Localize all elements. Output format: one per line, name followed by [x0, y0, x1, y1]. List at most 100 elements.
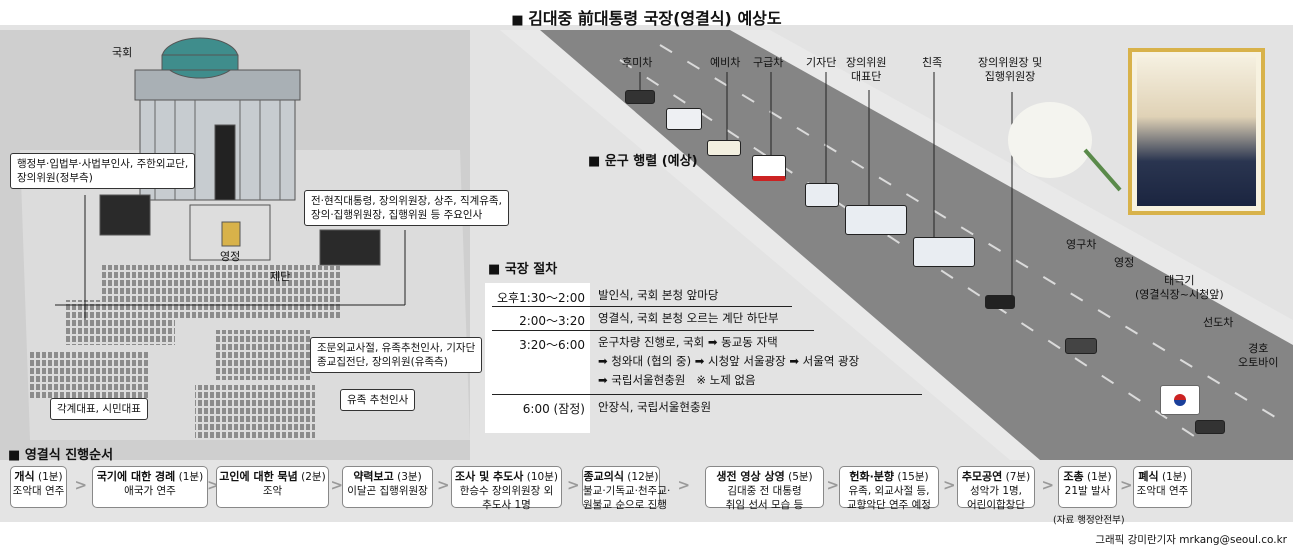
step-duration: (10분): [526, 471, 558, 483]
seating-diplomats: 조문외교사절, 유족추천인사, 기자단 종교집전단, 장의위원(유족측): [310, 337, 483, 373]
vehicle-label: 영정: [1114, 256, 1135, 269]
step-name: 조총: [1063, 470, 1084, 483]
step-desc: 성악가 1명, 어린이합창단: [967, 485, 1025, 511]
tail-car: [625, 90, 655, 104]
chevron-right-icon: >: [1120, 476, 1133, 494]
vehicle-label: 태극기 (영결식장~시청앞): [1135, 274, 1224, 301]
credit: 그래픽 강미란기자 mrkang@seoul.co.kr: [1095, 534, 1287, 546]
divider: [492, 330, 814, 331]
altar-photo-label: 영정: [220, 250, 241, 263]
press-bus: [805, 183, 839, 207]
seats: [30, 265, 340, 440]
procedure-time: 오후1:30～2:00: [497, 291, 585, 305]
chevron-right-icon: >: [567, 476, 580, 494]
seating-govt: 행정부·입법부·사법부인사, 주한외교단, 장의위원(정부측): [10, 153, 196, 189]
sequence-step: 폐식 (1분)조악대 연주: [1133, 466, 1192, 508]
procedure-desc: 안장식, 국립서울현충원: [598, 400, 712, 414]
vehicle-label: 영구차: [1066, 238, 1097, 251]
portrait-photo: [1137, 57, 1256, 206]
procession-title: 운구 행렬 (예상): [588, 150, 698, 169]
seating-citizens: 각계대표, 시민대표: [50, 398, 148, 420]
vehicle-label: 구급차: [753, 56, 784, 69]
procedure-title: 국장 절차: [488, 258, 557, 277]
step-desc: 애국가 연주: [124, 485, 176, 497]
sequence-step: 헌화·분향 (15분)유족, 외교사절 등, 교향악단 연주 예정: [839, 466, 939, 511]
procedure-time: 2:00～3:20: [519, 314, 585, 328]
step-heading: 고인에 대한 묵념 (2분): [217, 470, 328, 484]
step-duration: (1분): [1162, 471, 1187, 483]
step-heading: 약력보고 (3분): [343, 470, 432, 484]
step-heading: 추모공연 (7분): [958, 470, 1034, 484]
chevron-right-icon: >: [437, 476, 450, 494]
sequence-step: 추모공연 (7분)성악가 1명, 어린이합창단: [957, 466, 1035, 511]
step-name: 생전 영상 상영: [716, 470, 785, 483]
committee-bus: [845, 205, 907, 235]
sequence-title: 영결식 진행순서: [8, 444, 113, 463]
sequence-step: 국기에 대한 경례 (1분)애국가 연주: [92, 466, 208, 508]
chevron-right-icon: >: [943, 476, 956, 494]
step-desc: 김대중 전 대통령 취임 선서 모습 등: [725, 485, 804, 511]
vehicle-label: 후미차: [622, 56, 653, 69]
ambulance: [752, 155, 786, 181]
chevron-right-icon: >: [74, 476, 88, 494]
chrysanthemum: [1008, 102, 1092, 178]
step-heading: 조사 및 추도사 (10분): [452, 470, 561, 484]
chevron-right-icon: >: [826, 476, 840, 494]
taegukgi-flag: [1160, 385, 1200, 415]
step-heading: 개식 (1분): [11, 470, 66, 484]
step-heading: 종교의식 (12분): [583, 470, 659, 484]
altar-label: 제단: [270, 270, 291, 283]
step-name: 국기에 대한 경례: [96, 470, 176, 483]
chevron-right-icon: >: [677, 476, 691, 494]
step-desc: 한승수 장의위원장 외 추도사 1명: [459, 485, 554, 511]
chair-car: [985, 295, 1015, 309]
procedure-desc: 발인식, 국회 본청 앞마당: [598, 288, 719, 302]
step-heading: 조총 (1분): [1059, 470, 1116, 484]
seating-family-guests: 유족 추천인사: [340, 389, 416, 411]
family-bus: [913, 237, 975, 267]
step-duration: (5분): [788, 471, 813, 483]
sequence-step: 조사 및 추도사 (10분)한승수 장의위원장 외 추도사 1명: [451, 466, 562, 511]
procedure-desc: 영결식, 국회 본청 오르는 계단 하단부: [598, 311, 779, 325]
step-desc: 조악: [262, 485, 283, 497]
sequence-step: 종교의식 (12분)불교·기독교·천주교· 원불교 순으로 진행: [582, 466, 670, 511]
vehicle-label: 친족: [922, 56, 943, 69]
vehicle-label: 예비차: [710, 56, 741, 69]
screen-left: [99, 194, 151, 236]
step-name: 고인에 대한 묵념: [219, 470, 298, 483]
sequence-step: 생전 영상 상영 (5분)김대중 전 대통령 취임 선서 모습 등: [705, 466, 824, 511]
building-label: 국회: [112, 46, 133, 59]
step-duration: (1분): [38, 471, 63, 483]
sequence-step: 고인에 대한 묵념 (2분)조악: [216, 466, 329, 508]
sequence-step: 조총 (1분)21발 발사: [1058, 466, 1117, 508]
chevron-right-icon: >: [330, 476, 344, 494]
hearse: [1065, 338, 1097, 354]
step-desc: 유족, 외교사절 등, 교향악단 연주 예정: [847, 485, 931, 511]
sequence-step: 개식 (1분)조악대 연주: [10, 466, 67, 508]
chevron-right-icon: >: [1041, 476, 1055, 494]
step-desc: 이달곤 집행위원장: [347, 485, 428, 497]
vehicle-label: 장의위원장 및 집행위원장: [978, 56, 1043, 83]
spare-car: [666, 108, 702, 130]
step-heading: 폐식 (1분): [1134, 470, 1191, 484]
step-desc: 21발 발사: [1064, 485, 1111, 497]
portrait: [1128, 48, 1265, 215]
procedure-time: 6:00 (잠정): [522, 402, 585, 416]
sequence-step: 약력보고 (3분)이달곤 집행위원장: [342, 466, 433, 508]
step-name: 개식: [14, 470, 35, 483]
step-duration: (15분): [897, 471, 929, 483]
step-duration: (2분): [301, 471, 326, 483]
step-heading: 생전 영상 상영 (5분): [706, 470, 823, 484]
procedure-desc: 운구차량 진행로, 국회 ➡ 동교동 자택 ➡ 청와대 (협의 중) ➡ 시청앞…: [598, 335, 860, 387]
step-heading: 국기에 대한 경례 (1분): [93, 470, 207, 484]
step-heading: 헌화·분향 (15분): [840, 470, 938, 484]
vehicle-label: 장의위원 대표단: [846, 56, 887, 83]
source-note: (자료 행정안전부): [1053, 515, 1125, 526]
step-desc: 조악대 연주: [1136, 485, 1189, 497]
step-duration: (12분): [627, 471, 659, 483]
page-title: 김대중 前대통령 국장(영결식) 예상도: [0, 5, 1293, 29]
step-duration: (1분): [1087, 471, 1112, 483]
step-name: 폐식: [1138, 470, 1159, 483]
step-desc: 조악대 연주: [12, 485, 65, 497]
step-duration: (1분): [178, 471, 204, 483]
